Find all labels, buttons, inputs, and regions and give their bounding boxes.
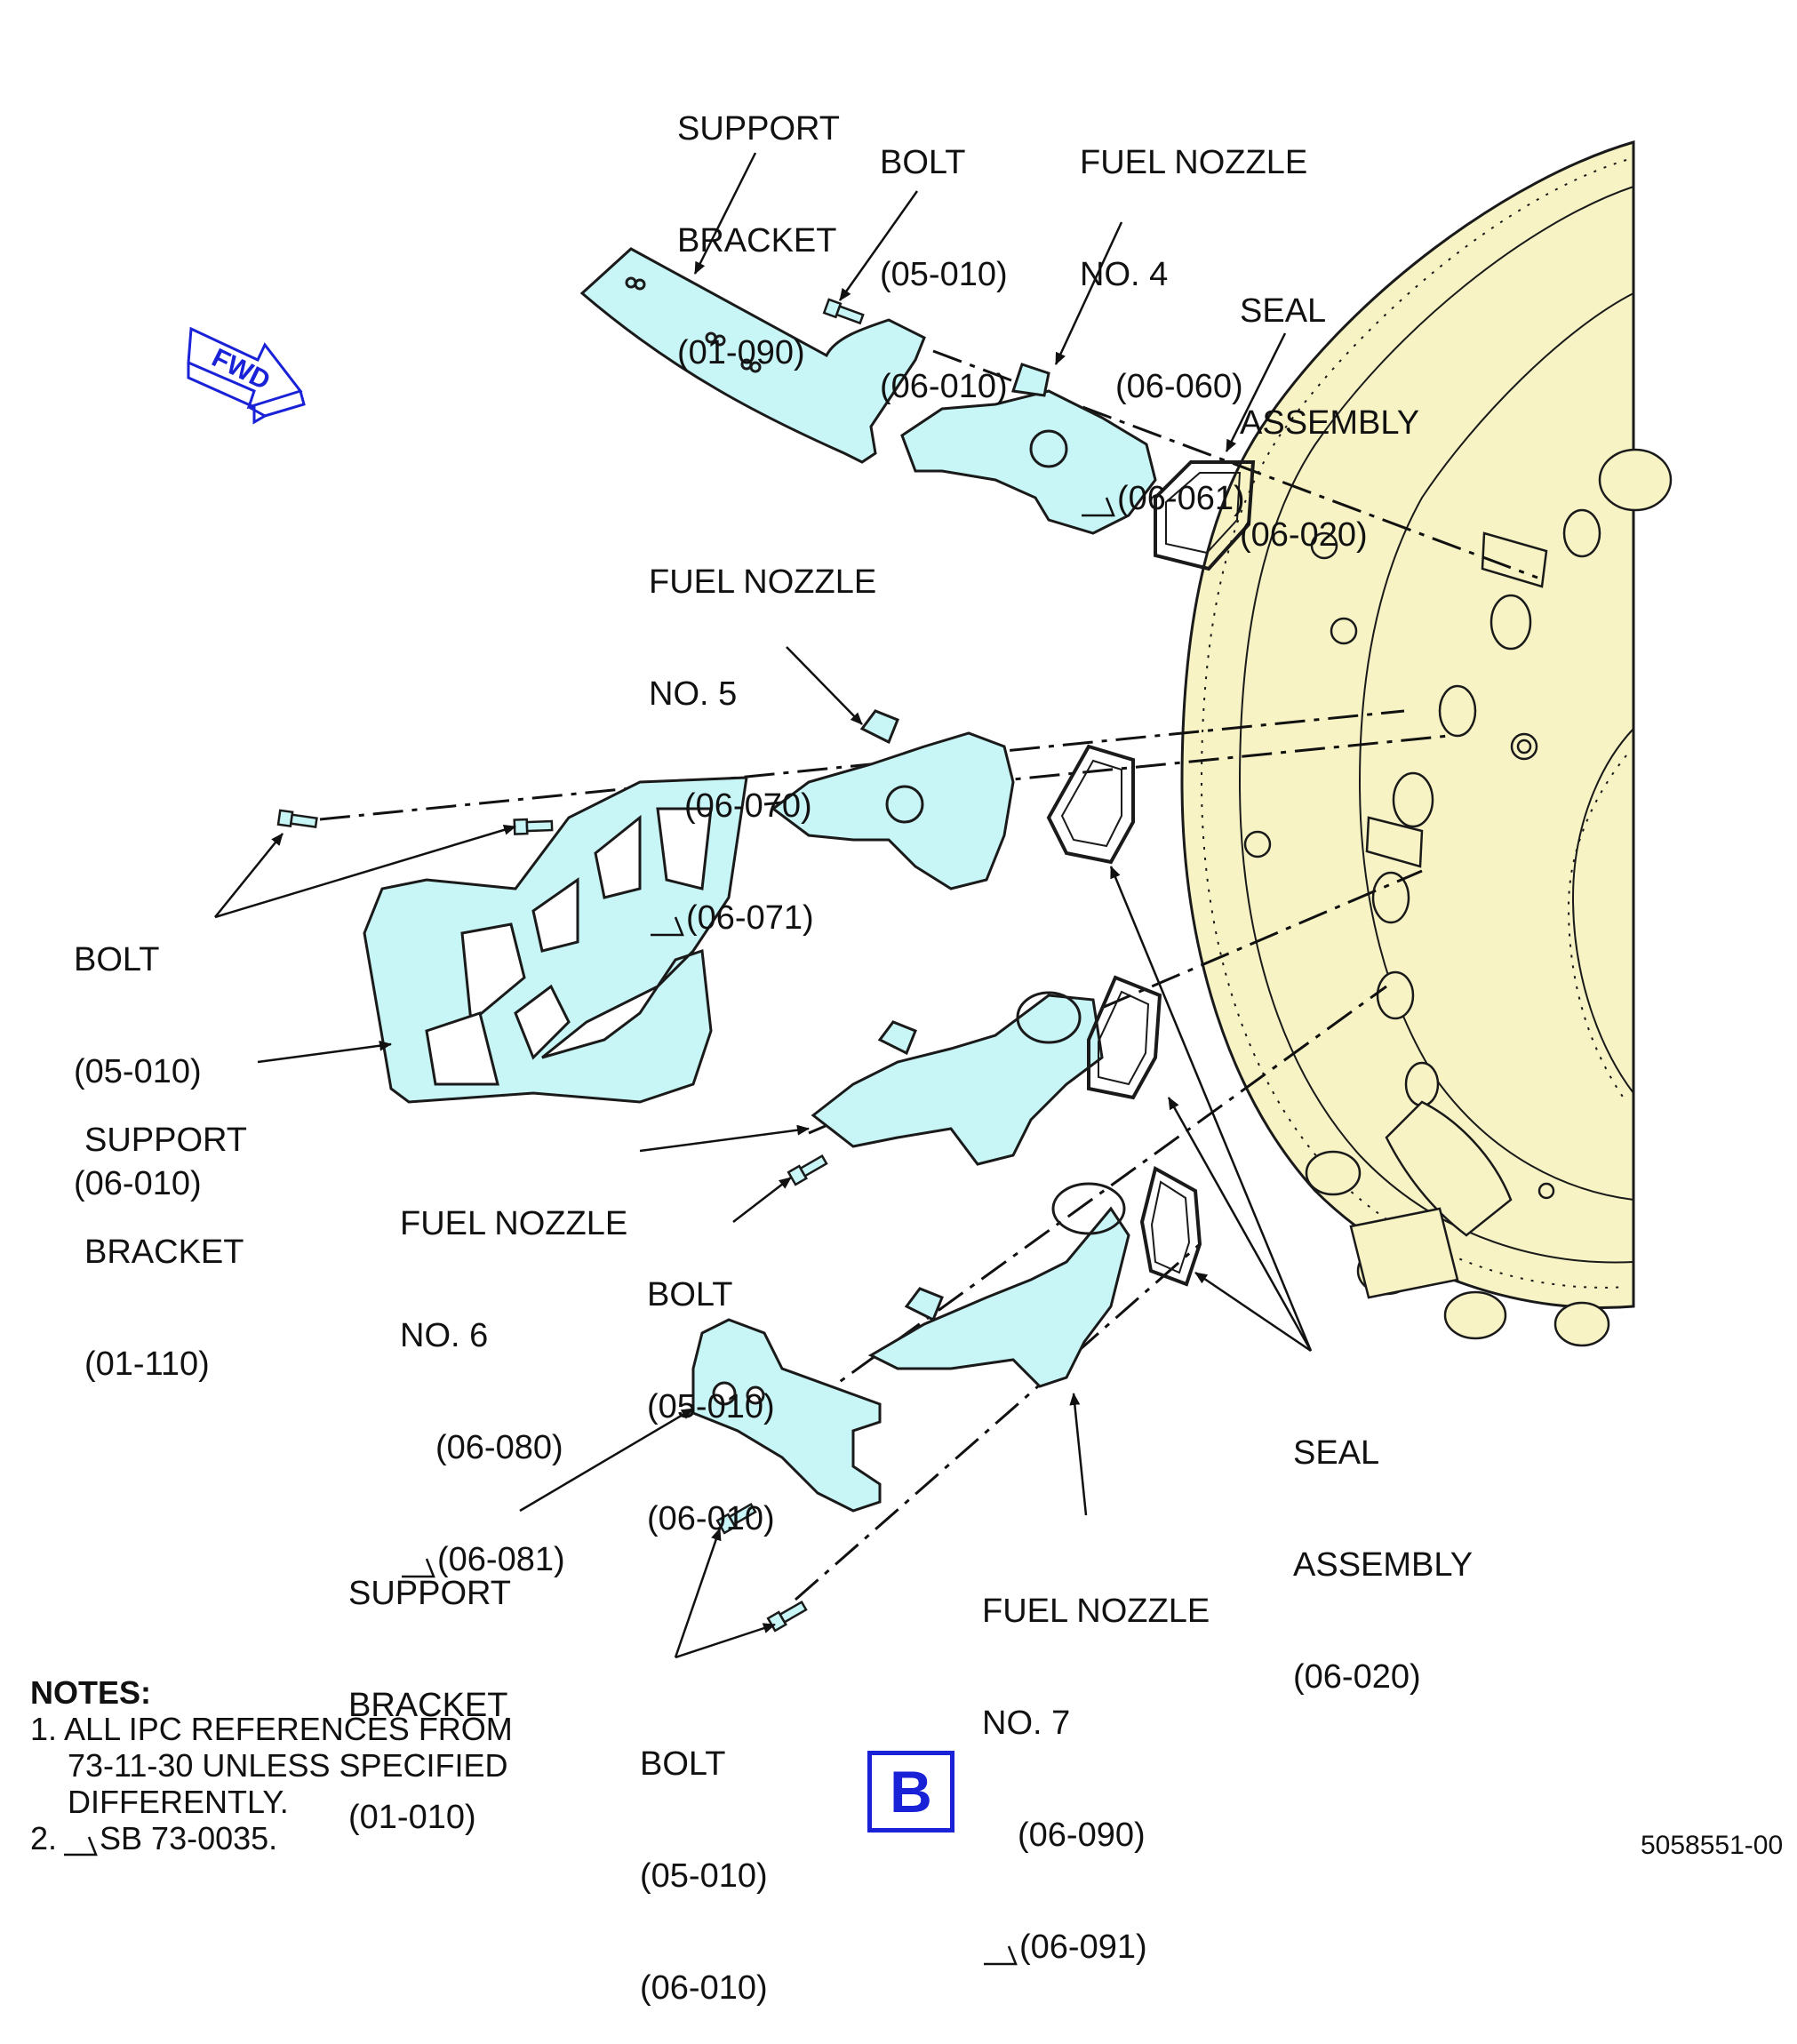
callout-line: (06-020) (1240, 516, 1368, 554)
seal-assembly-5 (1046, 744, 1135, 865)
callout-line: (06-010) (880, 368, 1008, 405)
callout-line: (06-010) (647, 1500, 775, 1537)
callout-line: ASSEMBLY (1293, 1546, 1474, 1584)
note-2-text: SB 73-0035. (100, 1820, 278, 1856)
callout-line: SEAL (1240, 292, 1327, 330)
callout-sb-ref: (06-061) (1117, 480, 1245, 517)
callout-sb-ref-row: (06-091) (982, 1928, 1210, 1966)
service-bulletin-triangle-icon (402, 1558, 435, 1578)
bolt-icon (766, 1600, 808, 1633)
callout-line: (05-010) (647, 1388, 775, 1425)
callout-sb-ref-row: (06-061) (1080, 480, 1307, 517)
callout-line: SUPPORT (677, 110, 841, 148)
callout-line: SEAL (1293, 1434, 1380, 1472)
callout-fuel-nozzle-7: FUEL NOZZLE NO. 7 (06-090) (06-091) (982, 1518, 1210, 2003)
view-label-b: B (867, 1751, 954, 1832)
fuel-nozzle-no-4 (900, 363, 1157, 535)
callout-ref: (06-060) (1115, 368, 1243, 405)
callout-line: BRACKET (348, 1687, 508, 1724)
seal-assembly-top (1154, 460, 1256, 571)
callout-fuel-nozzle-6: FUEL NOZZLE NO. 6 (06-080) (06-081) (400, 1130, 627, 1616)
callout-seal-assembly-bottom: SEAL ASSEMBLY (06-020) (1293, 1360, 1473, 1733)
service-bulletin-triangle-icon (64, 1836, 98, 1856)
callout-sb-ref: (06-081) (437, 1541, 565, 1578)
service-bulletin-triangle-icon (984, 1945, 1018, 1966)
callout-line: (05-010) (640, 1857, 768, 1895)
bolt-icon (715, 1502, 757, 1535)
bolt-icon (513, 818, 554, 835)
callout-bolt-mid: BOLT (05-010) (06-010) (647, 1202, 775, 1575)
callout-line: (01-110) (84, 1345, 210, 1383)
callout-line: BRACKET (677, 222, 837, 259)
callout-line: NO. 7 (982, 1705, 1071, 1742)
fwd-arrow-icon: FWD (187, 326, 306, 425)
callout-bolt-left: BOLT (05-010) (06-010) (74, 866, 202, 1240)
combustor-case (1180, 140, 1673, 1347)
bolt-icon (276, 809, 318, 828)
notes-block: NOTES: 1. ALL IPC REFERENCES FROM 73-11-… (30, 1674, 513, 1856)
callout-line: BOLT (74, 941, 160, 978)
callout-line: (01-090) (677, 334, 805, 371)
callout-line: (06-010) (74, 1165, 202, 1202)
callout-line: NO. 4 (1080, 256, 1169, 293)
callout-line: SUPPORT (84, 1122, 248, 1159)
seal-assembly-6 (1087, 975, 1162, 1100)
callout-line: (06-020) (1293, 1658, 1421, 1696)
callout-line: ASSEMBLY (1240, 404, 1420, 442)
callout-line: BOLT (880, 144, 966, 181)
callout-ref: (06-070) (684, 787, 812, 825)
note-1-line: 1. ALL IPC REFERENCES FROM (30, 1711, 513, 1747)
callout-line: SUPPORT (348, 1575, 512, 1612)
callout-line: FUEL NOZZLE (400, 1205, 628, 1242)
callout-line: BOLT (647, 1276, 733, 1313)
callout-bolt-bottom: BOLT (05-010) (06-010) (640, 1671, 768, 2044)
callout-line: (05-010) (74, 1053, 202, 1090)
callout-line: (01-010) (348, 1799, 476, 1836)
callout-line: FUEL NOZZLE (1080, 144, 1308, 181)
callout-bolt-top: BOLT (05-010) (06-010) (880, 69, 1008, 443)
support-bracket-01-110 (363, 776, 748, 1104)
figure-number: 5058551-00 (1641, 1831, 1784, 1860)
fuel-nozzle-no-7 (867, 1182, 1130, 1388)
bolt-icon (822, 298, 865, 325)
note-1-line: 73-11-30 UNLESS SPECIFIED (68, 1747, 508, 1784)
callout-support-bracket-top: SUPPORT BRACKET (01-090) (677, 36, 840, 409)
note-2: 2. SB 73-0035. (30, 1820, 513, 1856)
support-bracket-01-010 (691, 1318, 882, 1513)
note-2-number: 2. (30, 1820, 58, 1856)
callout-ref: (06-080) (435, 1429, 563, 1466)
callout-support-bracket-bottom: SUPPORT BRACKET (01-010) (348, 1500, 511, 1873)
callout-line: (05-010) (880, 256, 1008, 293)
callout-sb-ref-row: (06-081) (400, 1541, 627, 1578)
callout-line: BOLT (640, 1745, 726, 1783)
callout-fuel-nozzle-5: FUEL NOZZLE NO. 5 (06-070) (06-071) (649, 489, 876, 974)
callout-sb-ref: (06-071) (686, 899, 814, 937)
callout-line: FUEL NOZZLE (649, 563, 877, 601)
service-bulletin-triangle-icon (1082, 497, 1115, 517)
service-bulletin-triangle-icon (651, 916, 684, 937)
seal-assembly-7 (1139, 1165, 1202, 1287)
callout-support-bracket-mid: SUPPORT BRACKET (01-110) (84, 1047, 247, 1420)
callout-line: (06-010) (640, 1969, 768, 2007)
notes-title: NOTES: (30, 1674, 152, 1711)
support-bracket-01-090 (579, 247, 926, 464)
callout-sb-ref: (06-091) (1019, 1928, 1147, 1966)
callout-line: BRACKET (84, 1234, 244, 1271)
exploded-view-drawing: FWD (187, 140, 1673, 1659)
bolt-icon (787, 1154, 828, 1186)
callout-ref: (06-090) (1018, 1816, 1146, 1854)
bolt-icons (276, 298, 865, 1633)
fuel-nozzle-no-5 (771, 709, 1015, 890)
callout-line: NO. 6 (400, 1317, 489, 1354)
callout-line: FUEL NOZZLE (982, 1593, 1210, 1630)
fuel-nozzle-no-6 (811, 991, 1104, 1166)
callout-line: NO. 5 (649, 675, 738, 713)
leader-lines (214, 152, 1313, 1659)
callout-fuel-nozzle-4: FUEL NOZZLE NO. 4 (06-060) (06-061) (1080, 69, 1307, 555)
note-1-line: DIFFERENTLY. (68, 1784, 289, 1820)
callout-seal-assembly-top: SEAL ASSEMBLY (06-020) (1240, 218, 1419, 591)
callout-sb-ref-row: (06-071) (649, 899, 876, 937)
